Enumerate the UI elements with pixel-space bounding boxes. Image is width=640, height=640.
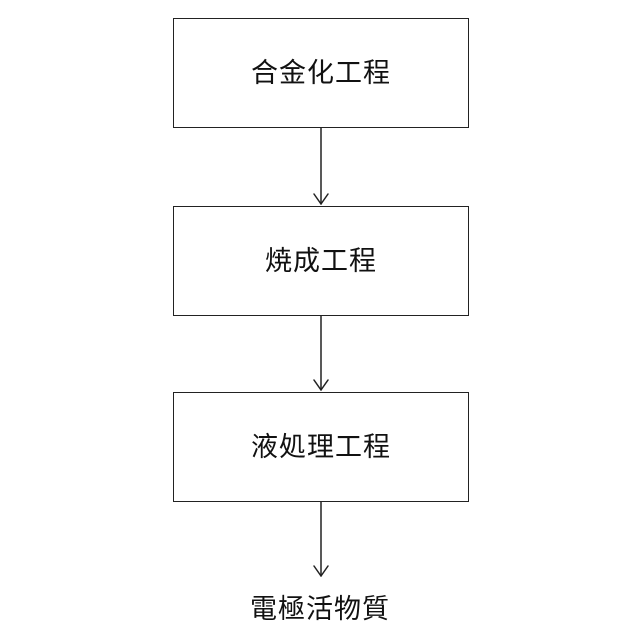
step-label-liquid-treatment: 液処理工程	[251, 434, 391, 461]
arrow-liquid-treatment-to-output	[314, 502, 328, 576]
step-label-firing: 焼成工程	[265, 248, 377, 275]
arrow-firing-to-liquid-treatment	[314, 316, 328, 390]
output-label: 電極活物質	[0, 596, 640, 623]
arrow-alloying-to-firing	[314, 128, 328, 204]
step-box-liquid-treatment: 液処理工程	[173, 392, 469, 502]
step-box-firing: 焼成工程	[173, 206, 469, 316]
